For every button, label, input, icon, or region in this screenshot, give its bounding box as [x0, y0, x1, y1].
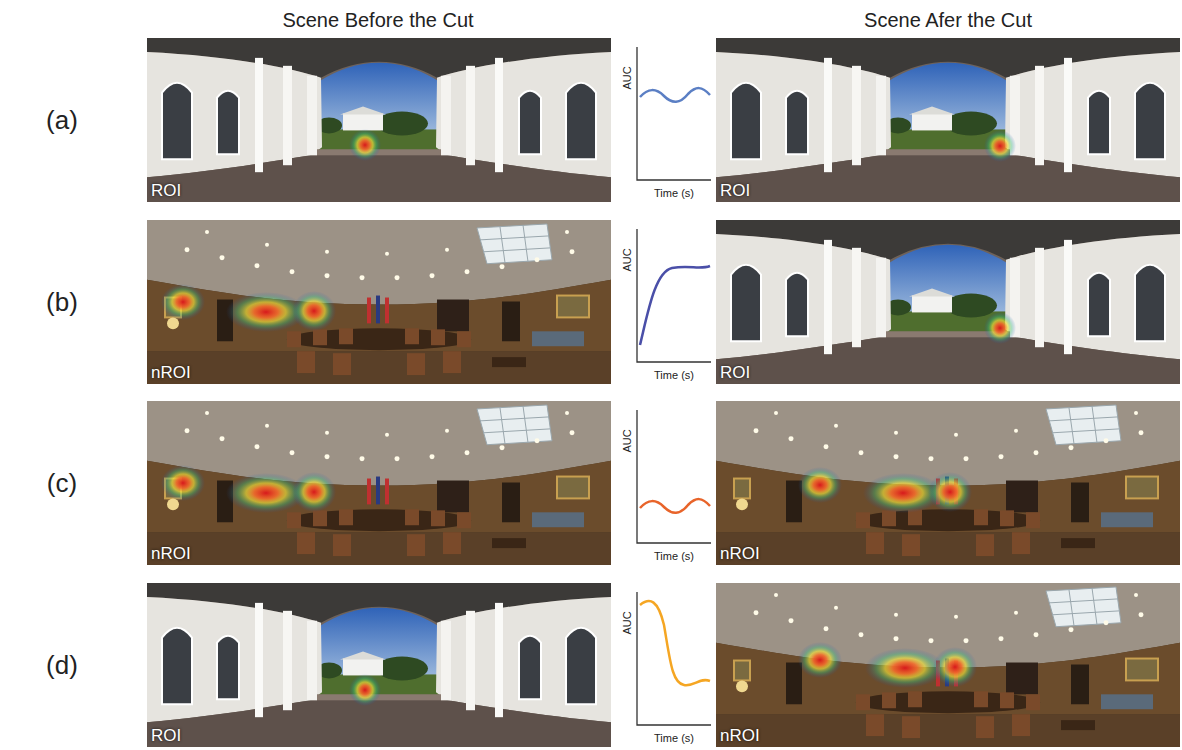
- row-b: [147, 220, 1180, 384]
- heatmap-blob: [928, 472, 972, 512]
- axis-label: Time (s): [654, 732, 694, 744]
- panorama-image: [716, 220, 1180, 384]
- chart-axis: [637, 47, 711, 180]
- heatmap-blob: [984, 312, 1016, 344]
- region-tag: ROI: [151, 727, 181, 746]
- auc-curve: [640, 266, 710, 345]
- axis-label: AUC: [621, 248, 633, 271]
- row-label: (a): [46, 106, 78, 135]
- heatmap-blob: [798, 467, 842, 503]
- row-c: [147, 401, 1180, 565]
- panorama-image: [716, 583, 1180, 747]
- heatmap-blob: [349, 129, 381, 161]
- chart-axis: [637, 410, 711, 543]
- row-d: [147, 583, 1180, 747]
- axis-label: Time (s): [654, 187, 694, 199]
- panorama-image: [147, 583, 611, 747]
- heatmap-blob: [933, 647, 977, 687]
- axis-label: AUC: [621, 611, 633, 634]
- row-label: (d): [46, 651, 78, 680]
- heatmap-blob: [161, 465, 205, 501]
- heatmap-blob: [349, 674, 381, 706]
- axis-label: Time (s): [654, 550, 694, 562]
- axis-label: Time (s): [654, 369, 694, 381]
- auc-curve: [640, 499, 710, 513]
- axis-label: AUC: [621, 429, 633, 452]
- panorama-image: [147, 38, 611, 202]
- chart-axis: [637, 592, 711, 725]
- region-tag: nROI: [720, 727, 760, 746]
- panorama-image: [147, 220, 611, 384]
- region-tag: ROI: [720, 182, 750, 201]
- column-title: Scene Before the Cut: [282, 9, 473, 31]
- heatmap-blob: [292, 291, 336, 331]
- chart-axis: [637, 229, 711, 362]
- axis-label: AUC: [621, 66, 633, 89]
- auc-curve: [640, 601, 710, 685]
- panorama-image: [716, 401, 1180, 565]
- heatmap-blob: [984, 130, 1016, 162]
- heatmap-blob: [798, 642, 842, 678]
- heatmap-blob: [292, 472, 336, 512]
- heatmap-blob: [865, 648, 945, 688]
- panorama-image: [716, 38, 1180, 202]
- row-label: (b): [46, 288, 78, 317]
- region-tag: ROI: [151, 182, 181, 201]
- panorama-image: [147, 401, 611, 565]
- region-tag: nROI: [151, 545, 191, 564]
- row-a: [147, 38, 1180, 202]
- region-tag: nROI: [720, 545, 760, 564]
- row-label: (c): [47, 469, 77, 498]
- region-tag: ROI: [720, 364, 750, 383]
- column-title: Scene Afer the Cut: [864, 9, 1032, 31]
- heatmap-blob: [161, 284, 205, 320]
- region-tag: nROI: [151, 364, 191, 383]
- auc-curve: [640, 88, 710, 102]
